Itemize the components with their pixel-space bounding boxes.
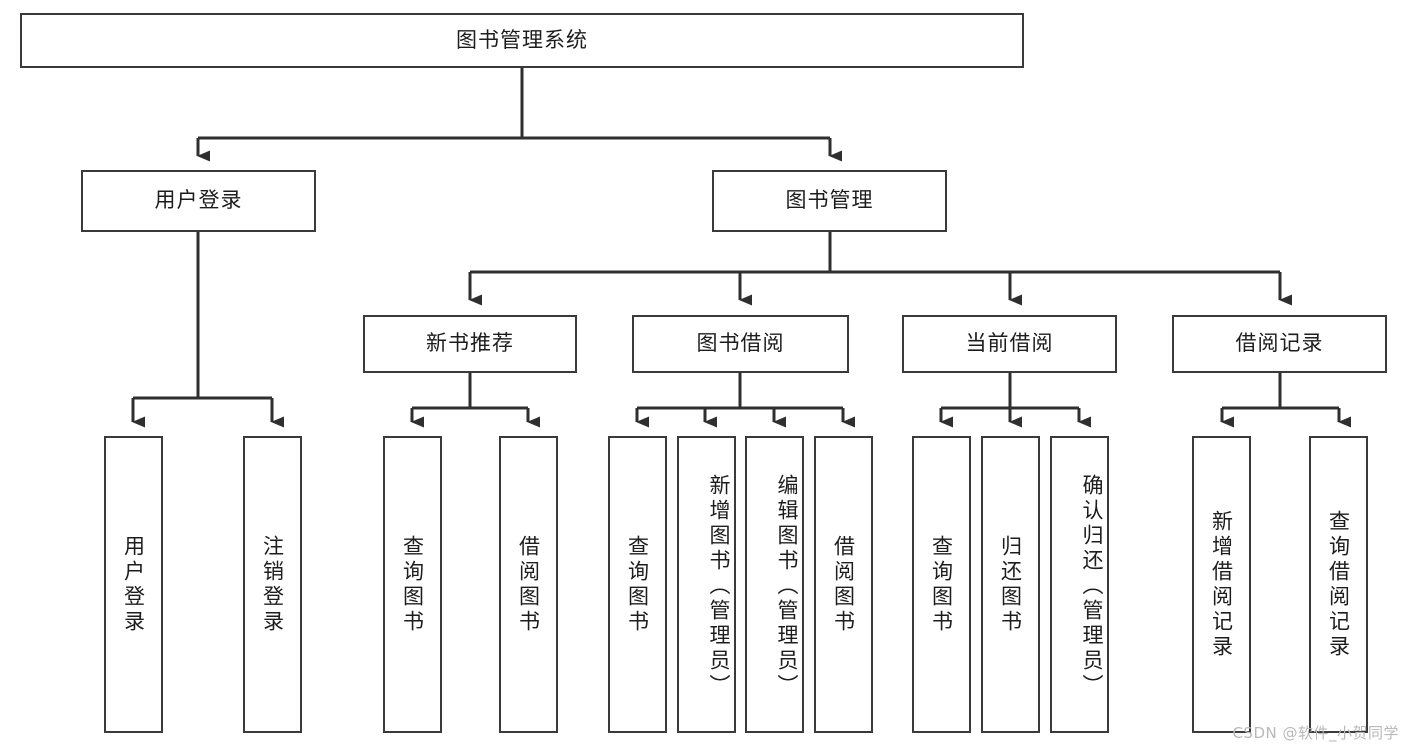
node-book-borrow[interactable]: 图书借阅	[632, 315, 849, 373]
node-current-borrow[interactable]: 当前借阅	[902, 315, 1117, 373]
node-borrow-record[interactable]: 借阅记录	[1172, 315, 1387, 373]
leaf-book-borrow-borrow-book[interactable]: 借阅图书	[814, 436, 873, 733]
node-user-login[interactable]: 用户登录	[81, 170, 316, 232]
node-new-book-recommend[interactable]: 新书推荐	[363, 315, 577, 373]
leaf-current-borrow-return-book[interactable]: 归还图书	[981, 436, 1040, 733]
leaf-borrow-record-add-record[interactable]: 新增借阅记录	[1192, 436, 1251, 733]
leaf-current-borrow-query-book[interactable]: 查询图书	[912, 436, 971, 733]
leaf-book-borrow-add-book-admin[interactable]: 新增图书（管理员）	[677, 436, 736, 733]
leaf-user-login-logout[interactable]: 注销登录	[243, 436, 302, 733]
watermark-text: CSDN @软件_小贺同学	[1232, 724, 1399, 742]
leaf-book-borrow-query-book[interactable]: 查询图书	[608, 436, 667, 733]
leaf-current-borrow-confirm-return-admin[interactable]: 确认归还（管理员）	[1050, 436, 1109, 733]
node-root-library-management-system[interactable]: 图书管理系统	[20, 13, 1024, 68]
leaf-book-borrow-edit-book-admin[interactable]: 编辑图书（管理员）	[745, 436, 804, 733]
leaf-new-book-borrow-book[interactable]: 借阅图书	[499, 436, 558, 733]
node-book-management[interactable]: 图书管理	[712, 170, 947, 232]
leaf-new-book-query-book[interactable]: 查询图书	[383, 436, 442, 733]
leaf-borrow-record-query-record[interactable]: 查询借阅记录	[1309, 436, 1368, 733]
leaf-user-login-login[interactable]: 用户登录	[104, 436, 163, 733]
